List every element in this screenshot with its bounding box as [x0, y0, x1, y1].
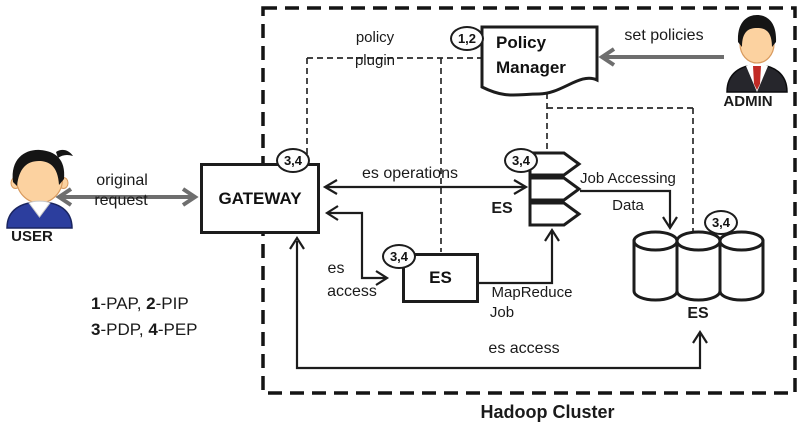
badge-es-box-text: 3,4 [389, 249, 409, 264]
original-request-label-line1: original [96, 172, 148, 189]
legend-text-pip: -PIP [155, 294, 189, 313]
arrowhead-left [322, 179, 338, 195]
user-icon [6, 149, 73, 229]
hadoop-cluster-caption: Hadoop Cluster [480, 402, 615, 422]
es-cylinders-shape [632, 230, 765, 302]
arrowhead-down [662, 216, 678, 231]
cylinder-right-body [718, 239, 765, 302]
es-access-bottom-arrow [289, 235, 708, 370]
mapreduce-label-line2: Job [489, 304, 515, 321]
arrowhead-left [324, 205, 339, 221]
cylinder-left-top [632, 230, 679, 252]
es-box-label: ES [429, 268, 452, 287]
badge-policy-manager: 1,2 [450, 26, 484, 51]
es-cylinders-label: ES [687, 305, 709, 322]
admin-tie [753, 66, 761, 90]
es-stack-pentagon-1 [528, 151, 582, 177]
badge-es-box: 3,4 [382, 244, 416, 269]
cylinder-middle-top [675, 230, 722, 252]
badge-es-cylinders: 3,4 [704, 210, 738, 235]
arrowhead-right [513, 179, 529, 195]
mapreduce-path [479, 232, 554, 285]
legend-text-pap: -PAP, [100, 294, 147, 313]
es-stack-pentagon-2 [528, 176, 582, 202]
arrowhead-up [544, 227, 560, 242]
arrowhead-up-cylinders [692, 329, 708, 344]
policy-manager-document-shape [480, 25, 599, 97]
es-stack-pentagon-3 [528, 201, 582, 227]
set-policies-label: set policies [624, 27, 704, 44]
es-access-upper-label-line1: es [327, 260, 345, 277]
legend-num-1: 1 [91, 294, 101, 313]
legend-line-2: 3-PDP, 4-PEP [91, 320, 198, 340]
policy-plugin-dashed-lines [306, 57, 694, 252]
admin-icon [726, 15, 788, 93]
es-stack-shape [528, 151, 582, 227]
arrowhead-up-gateway [289, 235, 305, 250]
cylinder-right-top [718, 230, 765, 252]
user-collar [28, 200, 51, 218]
policy-manager-label: Policy Manager [496, 30, 566, 80]
policy-manager-label-line2: Manager [496, 58, 566, 77]
arrowhead-left [55, 187, 73, 207]
badge-es-stack-text: 3,4 [511, 153, 531, 168]
es-operations-label: es operations [361, 165, 459, 182]
legend-num-2: 2 [146, 294, 156, 313]
legend-line-1: 1-PAP, 2-PIP [91, 294, 189, 314]
arrowhead-right [181, 187, 199, 207]
policy-plugin-label-line1: policy [355, 29, 395, 46]
job-accessing-label-line2: Data [612, 197, 644, 214]
badge-policy-manager-text: 1,2 [457, 31, 477, 46]
badge-es-stack: 3,4 [504, 148, 538, 173]
job-accessing-path [580, 189, 672, 226]
user-hair [12, 149, 65, 186]
es-access-upper-arrow [324, 205, 390, 286]
gateway-node: GATEWAY [200, 163, 320, 234]
legend-text-pep: -PEP [157, 320, 198, 339]
mapreduce-label-line1: MapReduce [491, 284, 573, 301]
set-policies-arrow [598, 47, 724, 67]
legend-num-4: 4 [148, 320, 158, 339]
admin-hair [737, 15, 777, 47]
arrowhead-right [375, 270, 390, 286]
es-access-bottom-path [295, 241, 702, 370]
policy-plugin-label-line2: plugin [354, 52, 396, 69]
es-stack-label: ES [491, 200, 513, 217]
badge-gateway-text: 3,4 [283, 153, 303, 168]
original-request-arrow [55, 187, 199, 207]
original-request-label-line2: request [94, 192, 148, 209]
policy-manager-label-line1: Policy [496, 33, 547, 52]
job-accessing-label-line1: Job Accessing [580, 170, 676, 187]
user-label: USER [11, 228, 53, 245]
user-hair-flick [56, 149, 73, 158]
es-operations-arrow [322, 179, 529, 195]
es-box-node: ES [402, 253, 479, 303]
es-access-upper-path [328, 211, 385, 280]
admin-label: ADMIN [723, 93, 773, 110]
es-access-bottom-label: es access [488, 340, 560, 357]
arrowhead-left [598, 47, 616, 67]
job-accessing-data-arrow [580, 189, 678, 231]
badge-gateway: 3,4 [276, 148, 310, 173]
cylinder-middle-body [675, 239, 722, 302]
legend-text-pdp: -PDP, [100, 320, 149, 339]
mapreduce-job-arrow [479, 227, 560, 285]
es-access-upper-label-line2: access [327, 283, 377, 300]
badge-es-cylinders-text: 3,4 [711, 215, 731, 230]
gateway-label: GATEWAY [218, 188, 302, 208]
legend-num-3: 3 [91, 320, 101, 339]
